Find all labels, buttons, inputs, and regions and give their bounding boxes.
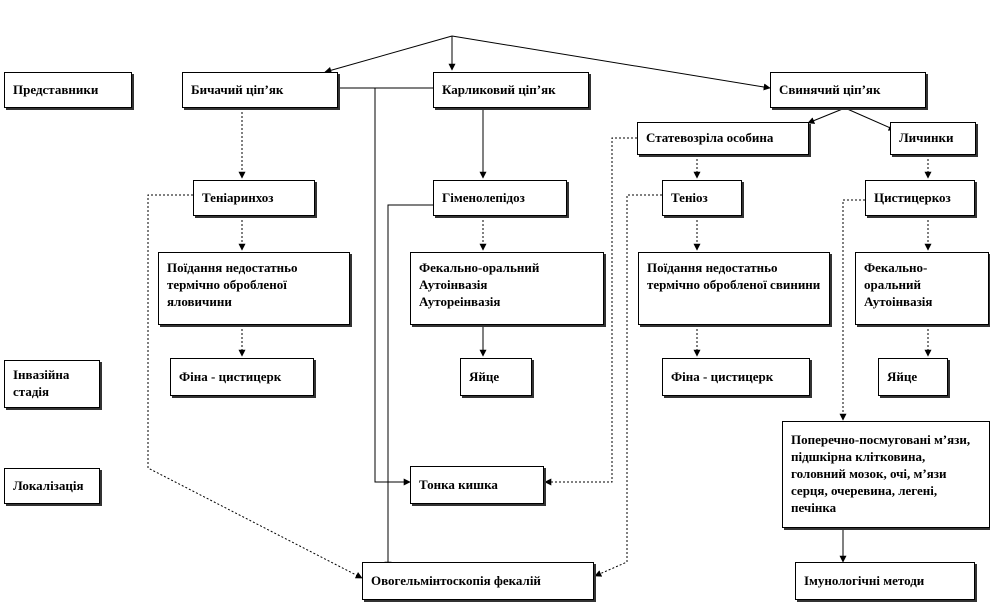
- arrow-pork-adult: [807, 107, 846, 124]
- label-localization: Локалізація: [4, 468, 100, 504]
- egg-dwarf-box: Яйце: [460, 358, 532, 396]
- label-representatives: Представники: [4, 72, 132, 108]
- dwarf-tapeworm-box: Карликовий ціп’як: [433, 72, 589, 108]
- transmission-bovine-box: Поїдання недостатньо термічно обробленої…: [158, 252, 350, 325]
- arrow-bovine-intestine: [374, 88, 411, 486]
- arrow-adult-intestine: [544, 137, 637, 486]
- transmission-pork-box: Поїдання недостатньо термічно обробленої…: [638, 252, 830, 325]
- bovine-tapeworm-box: Бичачий ціп’як: [182, 72, 338, 108]
- cysticercosis-box: Цистицеркоз: [865, 180, 975, 216]
- arrow-teniarinhoz-ovo: [147, 194, 363, 579]
- fina-cysticercus-pork-box: Фіна - цистицерк: [662, 358, 810, 396]
- label-invasive-stage: Інвазійна стадія: [4, 360, 100, 408]
- adult-form-box: Статевозріла особина: [637, 122, 809, 155]
- transmission-dwarf-box: Фекально-оральний Аутоінвазія Аутореінва…: [410, 252, 604, 325]
- gymenolepidoz-box: Гіменолепідоз: [433, 180, 567, 216]
- arrow-pork-larvae: [844, 107, 896, 131]
- arrow-cysticercosis-tissues: [839, 199, 865, 421]
- ovohelminthoscopy-box: Овогельмінтоскопія фекалій: [362, 562, 594, 600]
- arrow-to-bovine: [324, 35, 453, 74]
- larvae-box: Личинки: [890, 122, 976, 155]
- egg-cyst-box: Яйце: [878, 358, 948, 396]
- teniarinhoz-box: Теніаринхоз: [193, 180, 315, 216]
- arrow-to-pork: [451, 35, 771, 91]
- pork-tapeworm-box: Свинячий ціп’як: [770, 72, 926, 108]
- small-intestine-box: Тонка кишка: [410, 466, 544, 504]
- tissues-box: Поперечно-посмуговані м’язи, підшкірна к…: [782, 421, 990, 528]
- tenioz-box: Теніоз: [662, 180, 742, 216]
- arrow-tenioz-ovo: [594, 194, 662, 577]
- arrow-gymenolepidoz-ovo: [384, 204, 433, 569]
- transmission-cyst-box: Фекально- оральний Аутоінвазія: [855, 252, 989, 325]
- fina-cysticercus-bovine-box: Фіна - цистицерк: [170, 358, 314, 396]
- immunological-methods-box: Імунологічні методи: [795, 562, 975, 600]
